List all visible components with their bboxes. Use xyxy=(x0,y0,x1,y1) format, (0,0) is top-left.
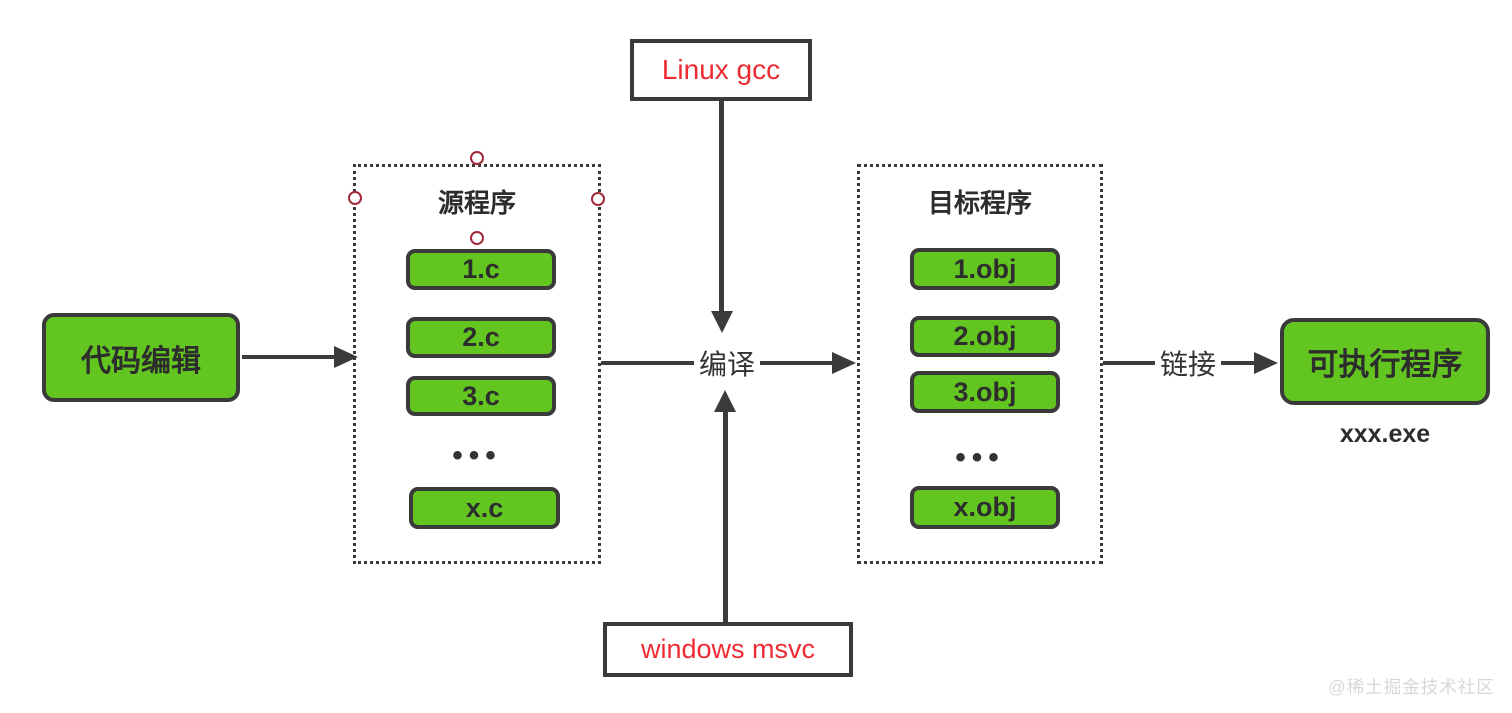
node-linux-gcc: Linux gcc xyxy=(630,39,812,101)
ellipsis-dots: ••• xyxy=(955,441,1005,474)
compile-edge-label: 编译 xyxy=(694,347,761,383)
arrow-code-to-source-line xyxy=(242,355,336,359)
arrow-down-icon xyxy=(711,311,733,333)
selection-handle-icon xyxy=(591,192,605,206)
node-executable: 可执行程序 xyxy=(1280,318,1490,405)
container-source-title: 源程序 xyxy=(437,188,516,218)
node-linux-gcc-label: Linux gcc xyxy=(661,54,781,85)
watermark: @稀土掘金技术社区 xyxy=(1328,677,1495,697)
container-source-program: 源程序 1.c 2.c 3.c ••• x.c xyxy=(353,164,601,564)
node-windows-msvc: windows msvc xyxy=(603,622,853,677)
ellipsis-dots: ••• xyxy=(452,439,502,472)
object-file-box: 1.obj xyxy=(910,248,1060,290)
link-edge-label: 链接 xyxy=(1155,347,1222,383)
object-file-box: x.obj xyxy=(910,486,1060,529)
executable-filename: xxx.exe xyxy=(1339,420,1431,448)
source-file-box: 3.c xyxy=(406,376,556,416)
selection-handle-icon xyxy=(470,151,484,165)
arrow-msvc-to-compile-line xyxy=(723,410,728,623)
object-file-box: 3.obj xyxy=(910,371,1060,413)
arrow-up-icon xyxy=(714,390,736,412)
source-file-box: 2.c xyxy=(406,317,556,358)
container-object-title: 目标程序 xyxy=(927,188,1032,218)
node-code-edit: 代码编辑 xyxy=(42,313,240,402)
node-windows-msvc-label: windows msvc xyxy=(640,634,816,664)
object-file-box: 2.obj xyxy=(910,316,1060,357)
container-object-program: 目标程序 1.obj 2.obj 3.obj ••• x.obj xyxy=(857,164,1103,564)
node-code-edit-label: 代码编辑 xyxy=(81,344,201,378)
arrow-right-icon xyxy=(1254,352,1278,374)
node-executable-label: 可执行程序 xyxy=(1307,347,1463,382)
arrow-gcc-to-compile-line xyxy=(719,101,724,313)
source-file-box: x.c xyxy=(409,487,560,529)
arrow-right-icon xyxy=(832,352,856,374)
arrow-right-icon xyxy=(334,346,358,368)
selection-handle-icon xyxy=(348,191,362,205)
source-file-box: 1.c xyxy=(406,249,556,290)
selection-handle-icon xyxy=(470,231,484,245)
